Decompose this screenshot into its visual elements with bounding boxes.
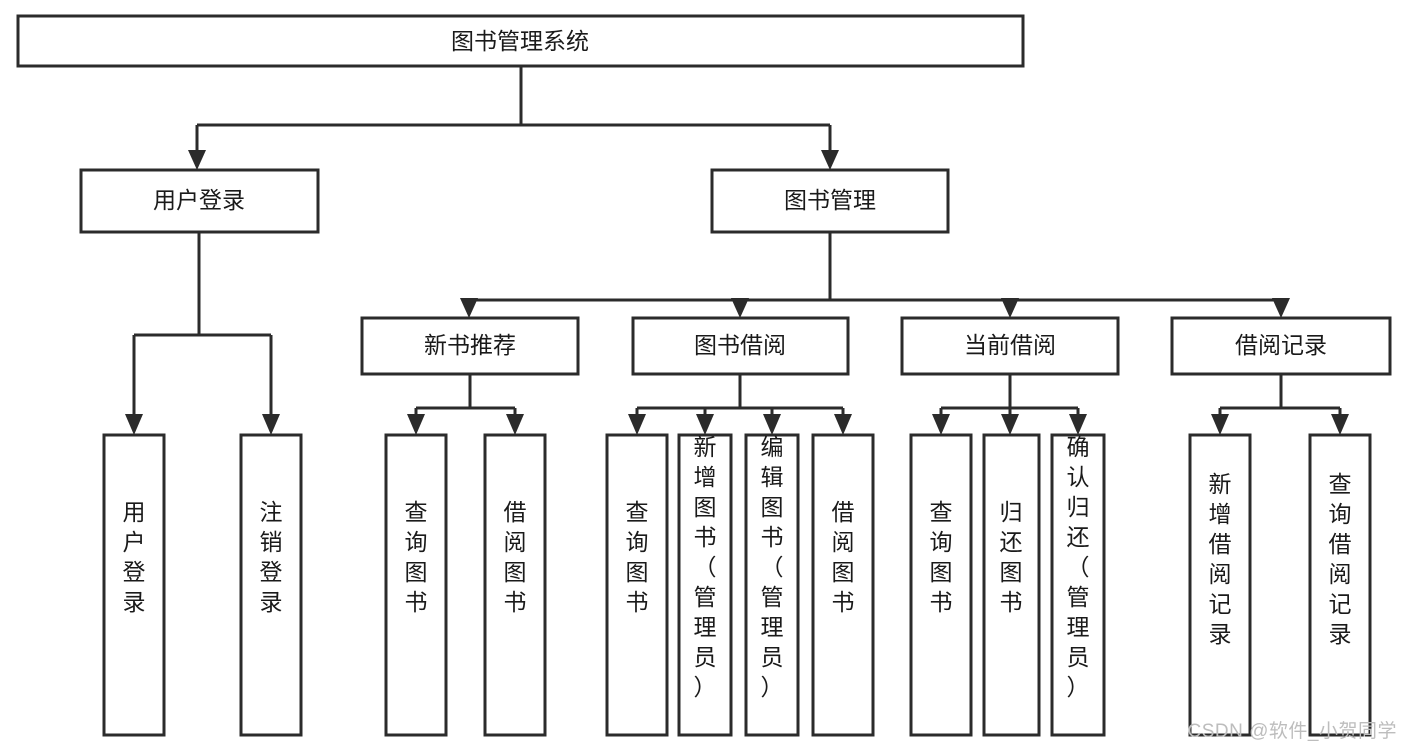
node-leaf-query-book-2-box[interactable] [605, 433, 669, 737]
node-leaf-borrow-book-2-box[interactable] [811, 433, 875, 737]
node-leaf-query-book-1-label: 查询图书 [405, 499, 428, 615]
node-new-book-rec[interactable]: 新书推荐 [360, 316, 580, 376]
node-leaf-edit-book-box[interactable] [744, 433, 800, 737]
node-root[interactable]: 图书管理系统 [16, 14, 1025, 68]
node-new-book-rec-box[interactable] [360, 316, 580, 376]
node-leaf-add-book[interactable]: 新增图书（管理员） [677, 433, 733, 737]
node-leaf-user-logout-box[interactable] [239, 433, 303, 737]
connector-borrow-record-trunk [1218, 374, 1342, 416]
node-book-manage-label: 图书管理 [784, 187, 876, 213]
connector-book-borrow-trunk [635, 374, 845, 416]
node-current-borrow-box[interactable] [900, 316, 1120, 376]
node-leaf-user-login-box[interactable] [102, 433, 166, 737]
node-leaf-borrow-book-1-box[interactable] [483, 433, 547, 737]
arrow-current-borrow-to-leaf-3 [1069, 414, 1087, 435]
node-book-manage[interactable]: 图书管理 [710, 168, 950, 234]
node-leaf-query-book-3-label: 查询图书 [930, 499, 953, 615]
node-leaf-query-record[interactable]: 查询借阅记录 [1308, 433, 1372, 737]
node-leaf-query-book-1[interactable]: 查询图书 [384, 433, 448, 737]
csdn-watermark: CSDN @软件_小贺同学 [1187, 721, 1397, 742]
arrow-new-book-rec-to-leaf-1 [407, 414, 425, 435]
node-current-borrow-label: 当前借阅 [964, 332, 1056, 358]
arrow-book-borrow-to-leaf-4 [834, 414, 852, 435]
node-leaf-user-login-label: 用户登录 [123, 499, 146, 615]
connector-current-borrow-trunk [939, 374, 1080, 416]
node-leaf-confirm-return-label: 确认归还（管理员） [1067, 434, 1090, 700]
node-new-book-rec-label: 新书推荐 [424, 332, 516, 358]
connector-root-trunk [195, 66, 832, 152]
node-book-manage-box[interactable] [710, 168, 950, 234]
node-book-borrow-box[interactable] [631, 316, 850, 376]
node-borrow-record-box[interactable] [1170, 316, 1392, 376]
connectors [125, 66, 1349, 435]
node-leaf-query-book-1-box[interactable] [384, 433, 448, 737]
arrow-borrow-record-to-leaf-2 [1331, 414, 1349, 435]
node-leaf-user-login[interactable]: 用户登录 [102, 433, 166, 737]
node-borrow-record-label: 借阅记录 [1235, 332, 1327, 358]
node-leaf-user-logout[interactable]: 注销登录 [239, 433, 303, 737]
arrow-book-borrow-to-leaf-1 [628, 414, 646, 435]
connector-new-book-rec-trunk [414, 374, 517, 416]
node-leaf-confirm-return-box[interactable] [1050, 433, 1106, 737]
arrow-root-to-book-manage [821, 150, 839, 170]
node-leaf-query-book-3-box[interactable] [909, 433, 973, 737]
node-leaf-borrow-book-2-label: 借阅图书 [832, 499, 855, 615]
node-root-label: 图书管理系统 [451, 28, 589, 54]
node-leaf-add-book-label: 新增图书（管理员） [694, 434, 717, 700]
node-leaf-user-logout-label: 注销登录 [260, 499, 283, 615]
node-current-borrow[interactable]: 当前借阅 [900, 316, 1120, 376]
node-user-login-box[interactable] [79, 168, 320, 234]
arrow-book-manage-to-borrow-record [1272, 298, 1290, 318]
node-leaf-query-book-2[interactable]: 查询图书 [605, 433, 669, 737]
node-leaf-confirm-return[interactable]: 确认归还（管理员） [1050, 433, 1106, 737]
arrow-book-manage-to-book-borrow [731, 298, 749, 318]
arrow-borrow-record-to-leaf-1 [1211, 414, 1229, 435]
node-leaf-edit-book-label: 编辑图书（管理员） [761, 434, 784, 700]
node-user-login[interactable]: 用户登录 [79, 168, 320, 234]
node-leaf-add-book-box[interactable] [677, 433, 733, 737]
node-leaf-borrow-book-1-label: 借阅图书 [504, 499, 527, 615]
node-borrow-record[interactable]: 借阅记录 [1170, 316, 1392, 376]
node-book-borrow[interactable]: 图书借阅 [631, 316, 850, 376]
arrow-book-borrow-to-leaf-2 [696, 414, 714, 435]
arrow-book-manage-to-current-borrow [1001, 298, 1019, 318]
node-leaf-return-book[interactable]: 归还图书 [982, 433, 1041, 737]
arrow-current-borrow-to-leaf-2 [1001, 414, 1019, 435]
node-root-box[interactable] [16, 14, 1025, 68]
node-leaf-return-book-box[interactable] [982, 433, 1041, 737]
node-user-login-label: 用户登录 [153, 187, 245, 213]
node-leaf-query-record-label: 查询借阅记录 [1329, 471, 1352, 647]
node-leaf-borrow-book-2[interactable]: 借阅图书 [811, 433, 875, 737]
node-leaf-return-book-label: 归还图书 [1000, 499, 1023, 615]
arrow-root-to-user-login [188, 150, 206, 170]
connector-user-login-trunk [132, 232, 273, 417]
node-leaf-query-book-2-label: 查询图书 [626, 499, 649, 615]
arrow-book-borrow-to-leaf-3 [763, 414, 781, 435]
arrow-current-borrow-to-leaf-1 [932, 414, 950, 435]
arrow-new-book-rec-to-leaf-2 [506, 414, 524, 435]
node-leaf-edit-book[interactable]: 编辑图书（管理员） [744, 433, 800, 737]
arrow-book-manage-to-new-book-rec [460, 298, 478, 318]
node-book-borrow-label: 图书借阅 [694, 332, 786, 358]
arrow-user-login-to-leaf-1 [125, 414, 143, 435]
node-leaf-add-record-box[interactable] [1188, 433, 1252, 737]
node-leaf-query-book-3[interactable]: 查询图书 [909, 433, 973, 737]
connector-book-manage-trunk [469, 232, 1281, 302]
node-leaf-add-record-label: 新增借阅记录 [1209, 471, 1232, 647]
node-leaf-query-record-box[interactable] [1308, 433, 1372, 737]
node-leaf-borrow-book-1[interactable]: 借阅图书 [483, 433, 547, 737]
arrow-user-login-to-leaf-2 [262, 414, 280, 435]
node-leaf-add-record[interactable]: 新增借阅记录 [1188, 433, 1252, 737]
